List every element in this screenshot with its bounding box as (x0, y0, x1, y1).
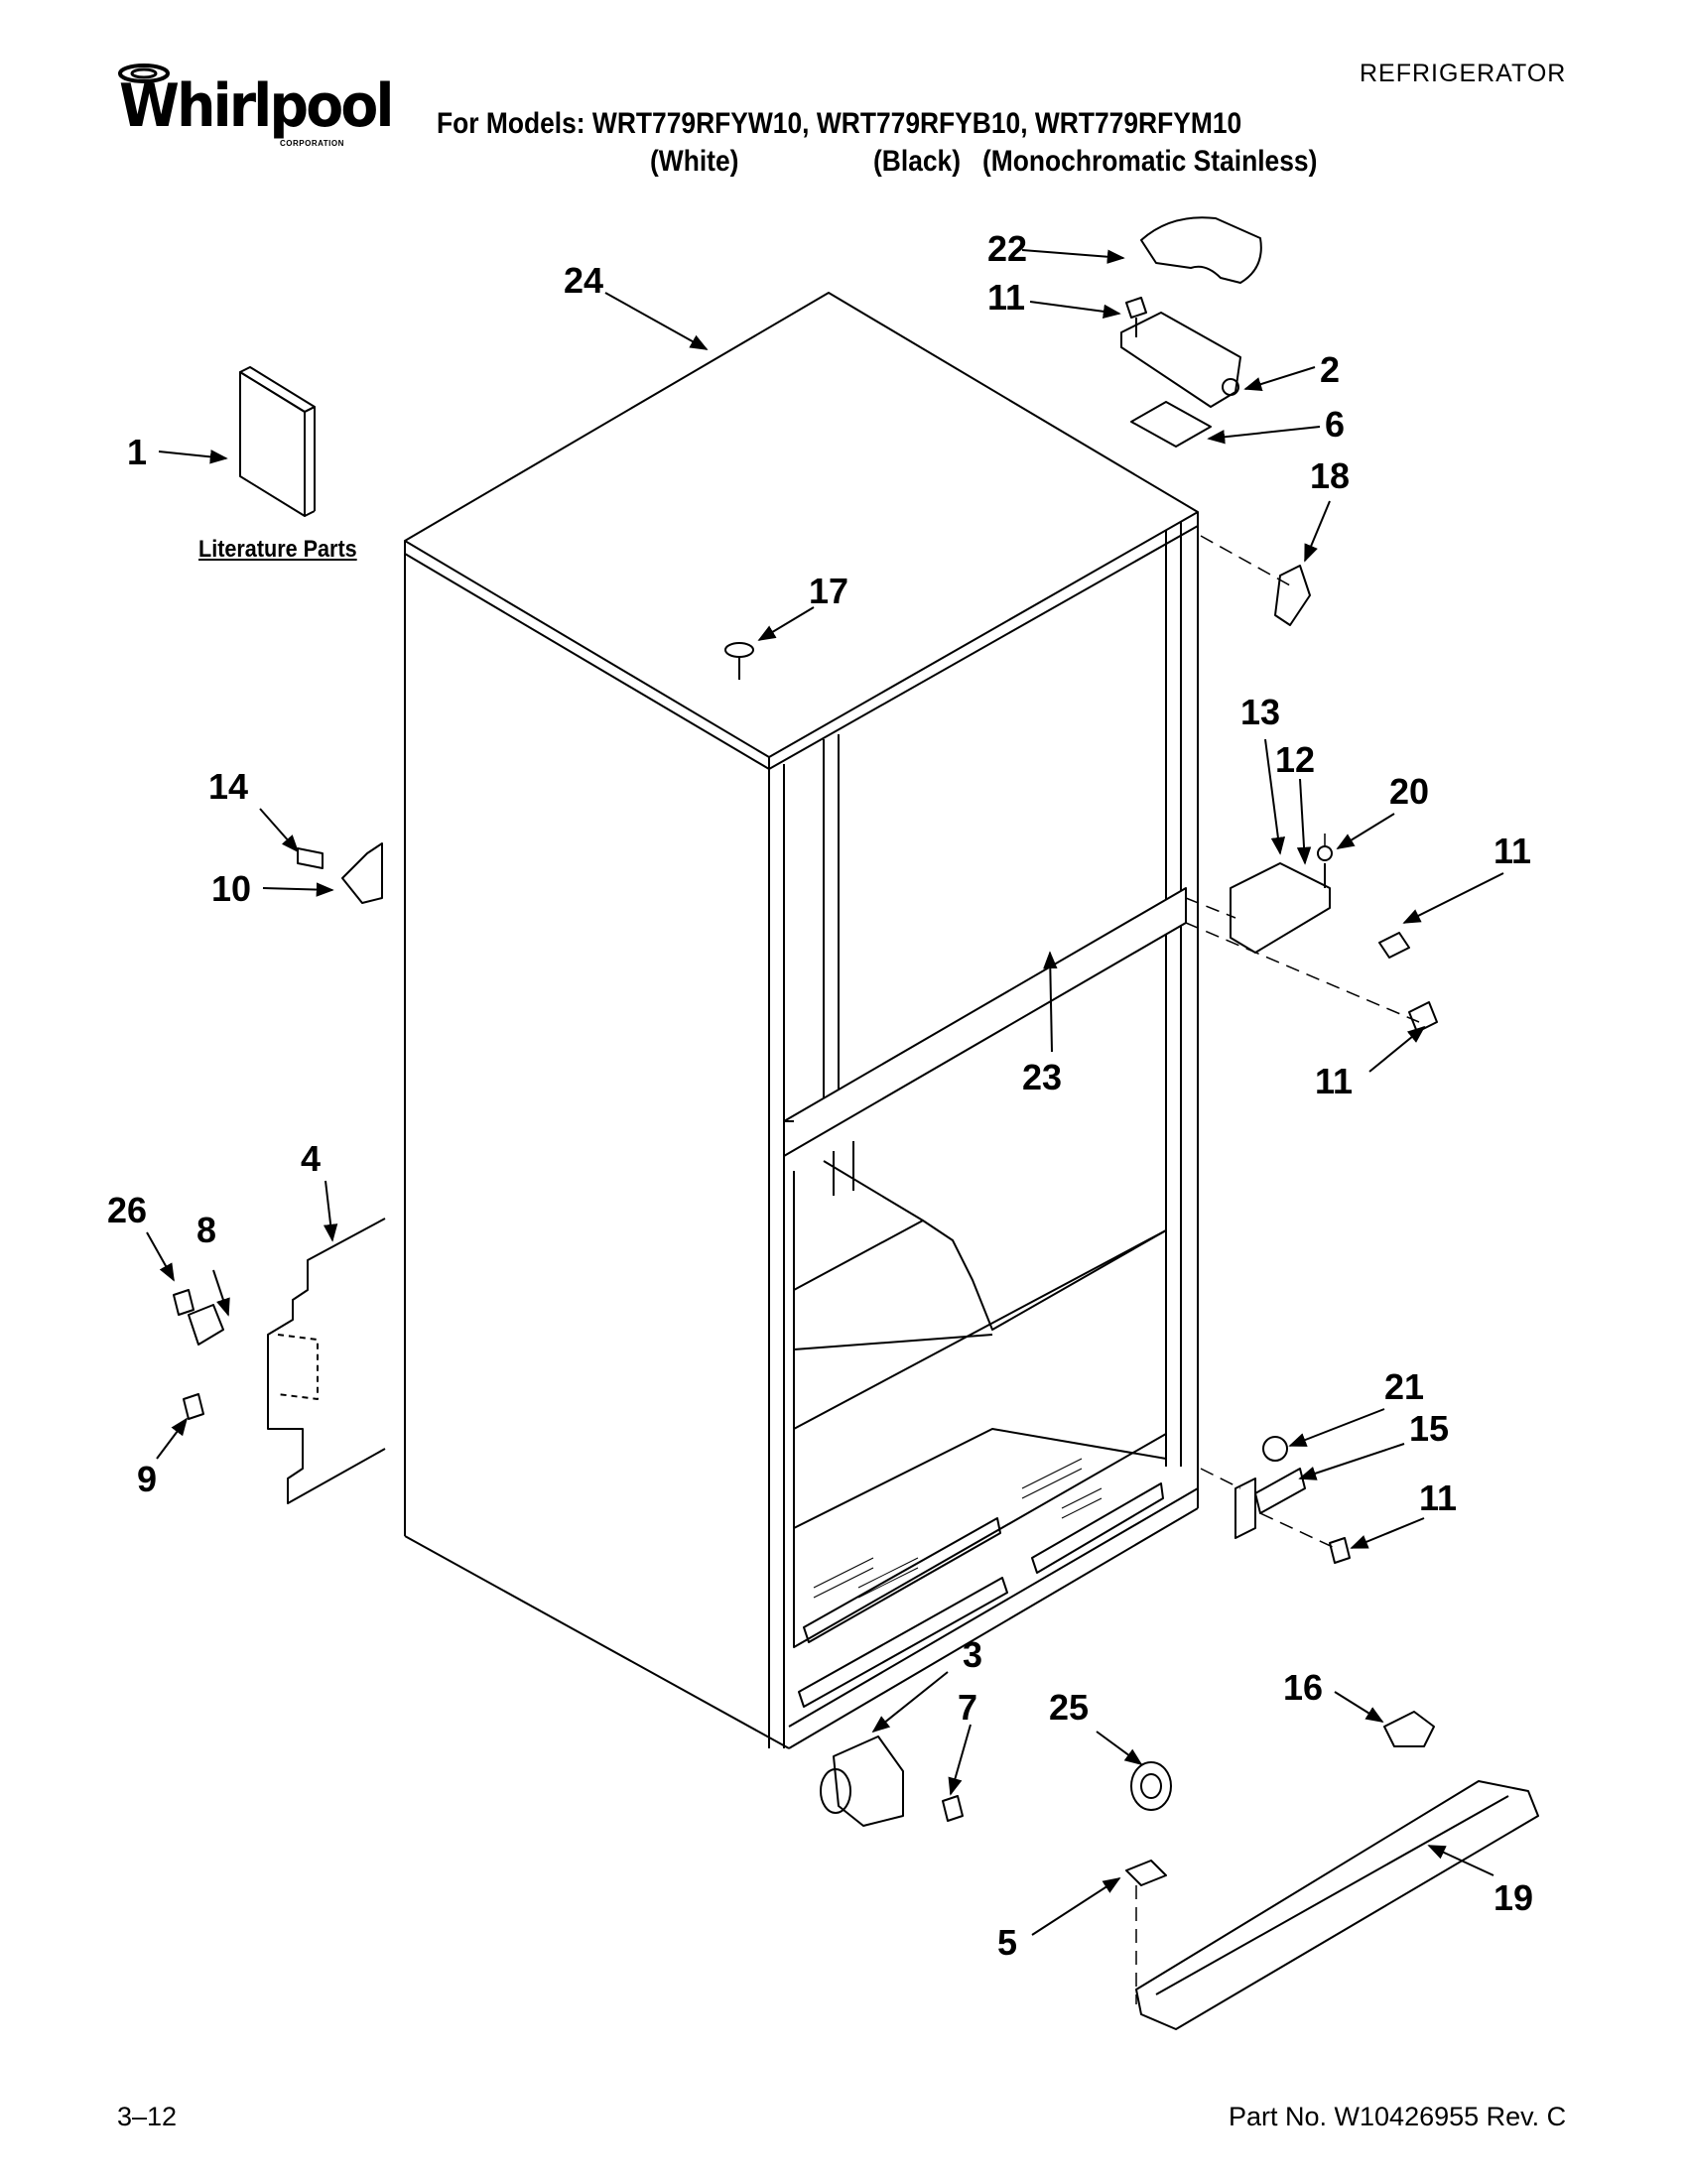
literature-parts-label: Literature Parts (198, 536, 357, 563)
callout-14: 14 (208, 766, 248, 807)
hinge-plug-part (1274, 565, 1311, 626)
category-label: REFRIGERATOR (1360, 60, 1567, 87)
callout-18: 18 (1310, 455, 1350, 496)
callout-3: 3 (963, 1634, 982, 1675)
callout-24: 24 (564, 260, 603, 301)
callout-21: 21 (1384, 1366, 1424, 1407)
callout-4: 4 (301, 1138, 321, 1179)
callout-12: 12 (1275, 739, 1315, 780)
variant-white: (White) (650, 145, 739, 178)
part-number: Part No. W10426955 Rev. C (1229, 2102, 1567, 2131)
top-hinge-part (1120, 312, 1241, 408)
callout-26: 26 (107, 1190, 147, 1230)
mounting-bracket-part (173, 1218, 386, 1504)
callout-11: 11 (1315, 1061, 1353, 1101)
callout-11: 11 (1493, 831, 1531, 871)
callout-22: 22 (987, 228, 1027, 269)
callout-1: 1 (127, 432, 147, 472)
callout-15: 15 (1409, 1408, 1449, 1449)
callout-23: 23 (1022, 1057, 1062, 1097)
hinge-shim-part (1130, 401, 1212, 448)
callout-10: 10 (211, 868, 251, 909)
callout-11: 11 (1419, 1477, 1457, 1518)
roller-part (1130, 1761, 1172, 1811)
callout-8: 8 (196, 1210, 216, 1250)
callout-19: 19 (1493, 1877, 1533, 1918)
callout-2: 2 (1320, 349, 1340, 390)
divider-rail-part (783, 887, 1187, 1157)
callout-17: 17 (809, 571, 848, 611)
hinge-screw-part (1125, 297, 1147, 337)
center-hinge-part (1230, 845, 1438, 1033)
callout-16: 16 (1283, 1667, 1323, 1708)
variant-black: (Black) (873, 145, 962, 178)
callout-25: 25 (1049, 1687, 1089, 1728)
models-line: For Models: WRT779RFYW10, WRT779RFYB10, … (437, 107, 1242, 140)
callout-20: 20 (1389, 771, 1429, 812)
callout-11: 11 (987, 277, 1025, 318)
brand-sub: CORPORATION (280, 139, 344, 148)
hinge-cover-part (1140, 216, 1262, 284)
whirlpool-logo-icon (118, 64, 170, 83)
brand-name: Whirlpool (119, 71, 394, 141)
callout-5: 5 (997, 1922, 1017, 1963)
callout-13: 13 (1240, 692, 1280, 732)
door-stop-part (297, 842, 383, 904)
cabinet-part (404, 292, 1199, 1749)
callout-6: 6 (1325, 404, 1345, 445)
bottom-hinge-part (1234, 1436, 1351, 1564)
toe-grille-part (1125, 1711, 1539, 2030)
callout-9: 9 (137, 1459, 157, 1499)
leveling-leg-part (820, 1735, 964, 1827)
literature-booklet-part (239, 366, 316, 517)
page-number: 3–12 (117, 2102, 178, 2131)
variant-stainless: (Monochromatic Stainless) (982, 145, 1318, 178)
plug-button-part (724, 642, 754, 680)
callout-7: 7 (958, 1687, 977, 1728)
